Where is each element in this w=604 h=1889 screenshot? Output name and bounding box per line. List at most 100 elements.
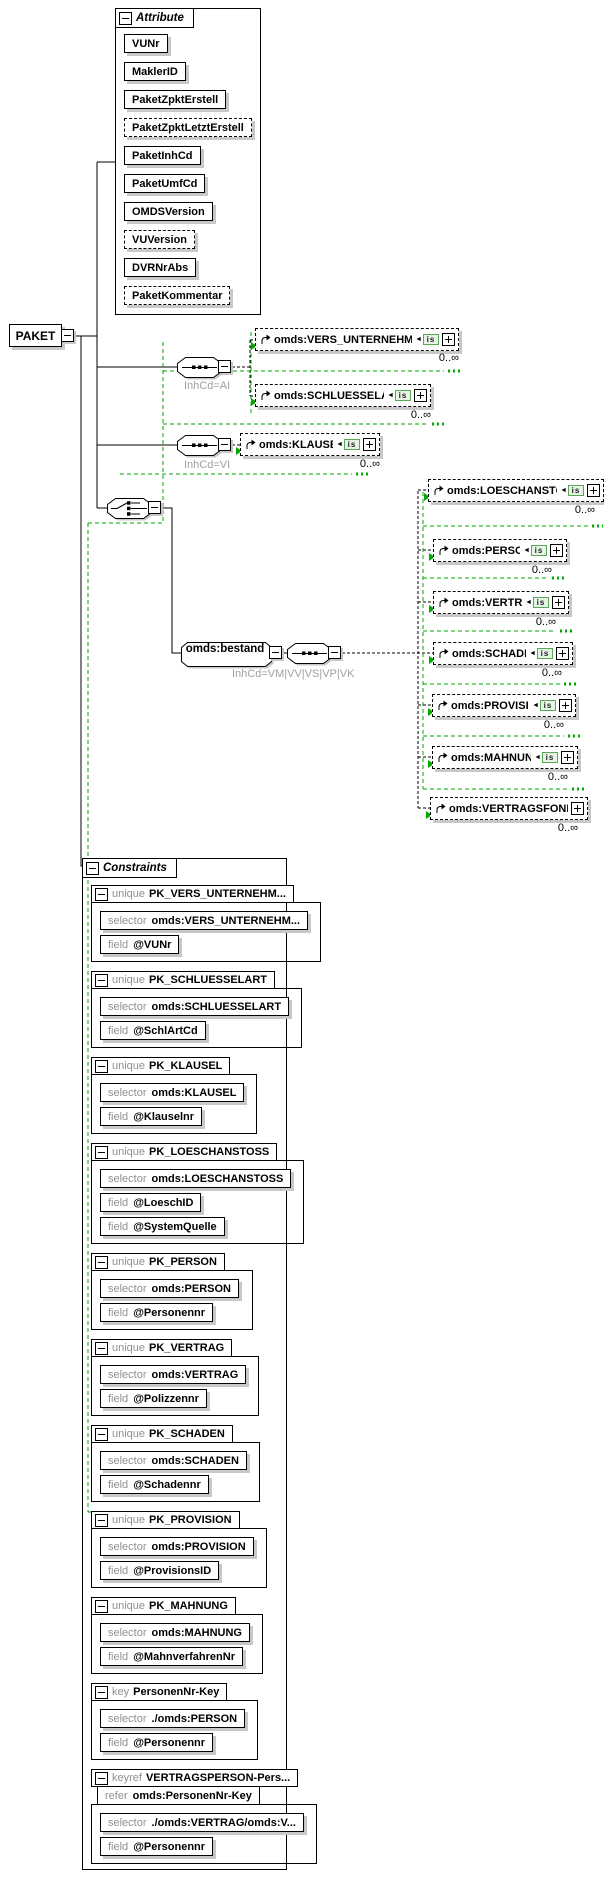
collapse-icon[interactable] bbox=[95, 1145, 108, 1159]
expand-icon[interactable] bbox=[414, 389, 427, 402]
expand-icon[interactable] bbox=[587, 484, 600, 497]
constraint-field[interactable]: field@VUNr bbox=[100, 935, 180, 954]
element-klausel[interactable]: omds:KLAUSEL ◄is bbox=[240, 433, 380, 456]
collapse-icon[interactable] bbox=[95, 1685, 108, 1699]
attribute-dvrnrabs[interactable]: DVRNrAbs bbox=[124, 258, 197, 277]
element-mahnung[interactable]: omds:MAHNUNG ◄is bbox=[432, 746, 578, 769]
expand-icon[interactable] bbox=[550, 544, 563, 557]
collapse-icon[interactable] bbox=[119, 11, 132, 25]
constraint-field[interactable]: field@LoeschID bbox=[100, 1193, 202, 1212]
reference-arrow-icon bbox=[434, 485, 444, 495]
collapse-icon[interactable] bbox=[95, 1513, 108, 1527]
constraint-header[interactable]: unique PK_SCHADEN bbox=[91, 1425, 233, 1443]
sequence-bestand-collapse-icon[interactable] bbox=[328, 646, 341, 659]
paket-collapse-icon[interactable] bbox=[61, 329, 74, 342]
element-vertragsfonds[interactable]: omds:VERTRAGSFONDS bbox=[430, 797, 588, 820]
constraint-name: PK_VERS_UNTERNEHM... bbox=[149, 888, 286, 900]
attribute-paketumfcd[interactable]: PaketUmfCd bbox=[124, 174, 206, 193]
expand-icon[interactable] bbox=[571, 802, 584, 815]
attribute-paketzpktletzterstell[interactable]: PaketZpktLetztErstell bbox=[124, 118, 252, 137]
collapse-icon[interactable] bbox=[95, 1059, 108, 1073]
attribute-vunr[interactable]: VUNr bbox=[124, 34, 168, 53]
constraint-header[interactable]: unique PK_MAHNUNG bbox=[91, 1597, 236, 1615]
reference-arrow-icon bbox=[438, 752, 448, 762]
constraint-field[interactable]: field@MahnverfahrenNr bbox=[100, 1647, 243, 1666]
collapse-icon[interactable] bbox=[95, 1771, 108, 1785]
constraint-header[interactable]: keyref VERTRAGSPERSON-Pers... bbox=[91, 1769, 299, 1787]
collapse-icon[interactable] bbox=[95, 1599, 108, 1613]
element-paket[interactable]: PAKET bbox=[9, 324, 62, 347]
sequence-compositor-vi[interactable] bbox=[172, 430, 228, 467]
element-provision[interactable]: omds:PROVISION ◄is bbox=[432, 694, 576, 717]
bestand-collapse-icon[interactable] bbox=[269, 646, 282, 659]
reference-arrow-icon bbox=[261, 334, 271, 344]
sequence-vi-collapse-icon[interactable] bbox=[218, 438, 231, 451]
constraint-personennr-key: key PersonenNr-Key selector./omds:PERSON… bbox=[91, 1683, 286, 1760]
element-schaden[interactable]: omds:SCHADEN ◄is bbox=[433, 642, 573, 665]
sequence-compositor-ai[interactable] bbox=[172, 352, 228, 389]
expand-icon[interactable] bbox=[556, 647, 569, 660]
collapse-icon[interactable] bbox=[95, 1255, 108, 1269]
constraint-header[interactable]: unique PK_PERSON bbox=[91, 1253, 225, 1271]
attributes-panel-tab[interactable]: Attribute bbox=[115, 8, 194, 28]
attributes-panel: Attribute VUNr MaklerID PaketZpktErstell… bbox=[115, 8, 261, 315]
element-loeschanstoss[interactable]: omds:LOESCHANSTOSS ◄is bbox=[428, 479, 604, 502]
constraint-selector[interactable]: selector./omds:PERSON bbox=[100, 1709, 246, 1728]
constraint-field[interactable]: field@Klauselnr bbox=[100, 1107, 203, 1126]
constraints-panel-tab[interactable]: Constraints bbox=[82, 858, 177, 878]
reference-arrow-icon bbox=[261, 390, 271, 400]
constraint-header[interactable]: unique PK_LOESCHANSTOSS bbox=[91, 1143, 278, 1161]
constraint-field[interactable]: field@Personennr bbox=[100, 1733, 214, 1752]
element-person[interactable]: omds:PERSON ◄is bbox=[433, 539, 567, 562]
constraint-field[interactable]: field@SystemQuelle bbox=[100, 1217, 225, 1236]
expand-icon[interactable] bbox=[442, 333, 455, 346]
attribute-paketinhcd[interactable]: PaketInhCd bbox=[124, 146, 201, 165]
collapse-icon[interactable] bbox=[95, 887, 108, 901]
attribute-omdsversion[interactable]: OMDSVersion bbox=[124, 202, 213, 221]
expand-icon[interactable] bbox=[561, 751, 574, 764]
constraint-field[interactable]: field@Personennr bbox=[100, 1303, 214, 1322]
constraint-field[interactable]: field@ProvisionsID bbox=[100, 1561, 220, 1580]
expand-icon[interactable] bbox=[552, 596, 565, 609]
element-schluesselart[interactable]: omds:SCHLUESSELART ◄is bbox=[255, 384, 431, 407]
element-vers-unternehmen[interactable]: omds:VERS_UNTERNEHMEN ◄is bbox=[255, 328, 459, 351]
constraint-field[interactable]: field@Personennr bbox=[100, 1837, 214, 1856]
constraint-field[interactable]: field@Schadennr bbox=[100, 1475, 209, 1494]
constraint-header[interactable]: unique PK_SCHLUESSELART bbox=[91, 971, 276, 989]
attribute-paketkommentar[interactable]: PaketKommentar bbox=[124, 286, 231, 305]
attribute-maklerid[interactable]: MaklerID bbox=[124, 62, 186, 81]
constraint-header[interactable]: unique PK_VERTRAG bbox=[91, 1339, 233, 1357]
expand-icon[interactable] bbox=[363, 438, 376, 451]
choice-compositor[interactable] bbox=[102, 493, 158, 530]
element-vertrag[interactable]: omds:VERTRAG ◄is bbox=[433, 591, 569, 614]
collapse-icon[interactable] bbox=[95, 973, 108, 987]
sequence-ai-collapse-icon[interactable] bbox=[218, 360, 231, 373]
attribute-paketzpkterstell[interactable]: PaketZpktErstell bbox=[124, 90, 227, 109]
collapse-icon[interactable] bbox=[95, 1427, 108, 1441]
attribute-vuversion[interactable]: VUVersion bbox=[124, 230, 196, 249]
constraint-field[interactable]: field@Polizzennr bbox=[100, 1389, 207, 1408]
choice-collapse-icon[interactable] bbox=[148, 501, 161, 514]
sequence-compositor-bestand[interactable] bbox=[282, 638, 338, 675]
constraint-header[interactable]: unique PK_PROVISION bbox=[91, 1511, 240, 1529]
collapse-icon[interactable] bbox=[86, 861, 99, 875]
constraint-header[interactable]: key PersonenNr-Key bbox=[91, 1683, 228, 1701]
constraint-header[interactable]: unique PK_VERS_UNTERNEHM... bbox=[91, 885, 294, 903]
collapse-icon[interactable] bbox=[95, 1341, 108, 1355]
element-bestand[interactable]: omds:bestand bbox=[180, 640, 276, 675]
constraint-selector[interactable]: selector./omds:VERTRAG/omds:V... bbox=[100, 1813, 304, 1832]
constraint-header[interactable]: unique PK_KLAUSEL bbox=[91, 1057, 231, 1075]
expand-icon[interactable] bbox=[559, 699, 572, 712]
constraint-field[interactable]: field@SchlArtCd bbox=[100, 1021, 206, 1040]
